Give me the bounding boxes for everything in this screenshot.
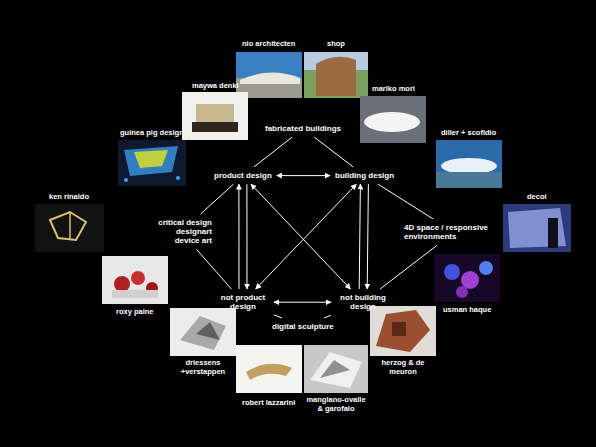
photo-herzog [370,306,436,356]
designer-caption: ken rinaldo [49,193,89,202]
term-text: not product design [217,293,269,311]
connector-line [277,175,330,176]
designer-caption: driessens +verstappen [177,359,229,376]
concept-term: product design [212,170,274,181]
photo-diller [436,140,502,188]
connector-line [246,184,247,289]
designer-caption: robert lazzarini [242,399,295,408]
term-text: not building design [336,293,390,311]
photo-driessens [170,308,236,356]
designer-caption: manglano-ovalle & garofalo [305,396,367,413]
connector-line [201,184,234,214]
connector-line [367,184,368,289]
concept-term: building design [333,170,396,181]
photo-guinea [118,140,186,186]
photo-haque [434,254,500,302]
category-label: critical design designart device art [148,217,214,247]
category-label: 4D space / responsive environments [402,222,506,242]
photo-rinaldo [35,204,104,252]
designer-caption: shop [327,40,345,49]
photo-shop [304,52,368,98]
photo-lazzarini [236,345,302,393]
term-text: building design [335,171,394,180]
photo-roxy [102,256,168,304]
photo-manglano [304,345,368,393]
term-text: fabricated buildings [265,124,341,133]
designer-caption: guinea pig design [120,129,184,138]
connector-line [197,250,232,289]
connector-line [324,315,331,318]
concept-term: not product design [215,292,271,312]
connector-line [274,302,331,303]
connector-line [251,184,351,289]
term-text: product design [214,171,272,180]
connector-line [359,184,360,289]
designer-caption: diller + scofidio [441,129,496,138]
term-text: critical design designart device art [150,218,212,246]
designer-caption: nio architecten [242,40,295,49]
connector-line [274,315,282,318]
connector-line [378,184,433,219]
photo-maywa [182,92,248,140]
connector-line [254,137,292,167]
term-text: digital sculpture [272,322,334,331]
connector-line [238,184,239,289]
photo-decoi [503,204,571,252]
connector-line [256,184,357,289]
fabricated-label: fabricated buildings [263,123,343,134]
designer-caption: mariko mori [372,85,415,94]
designer-caption: decoi [527,193,547,202]
connector-line [314,137,353,167]
category-label: digital sculpture [270,321,336,332]
designer-caption: herzog & de meuron [377,359,429,376]
photo-nio [236,52,302,98]
term-text: 4D space / responsive environments [404,223,504,241]
connector-line [380,245,437,289]
designer-caption: roxy paine [116,308,154,317]
designer-caption: maywa denki [192,82,239,91]
concept-term: not building design [334,292,392,312]
designer-caption: usman haque [443,306,491,315]
photo-mori [360,96,426,143]
